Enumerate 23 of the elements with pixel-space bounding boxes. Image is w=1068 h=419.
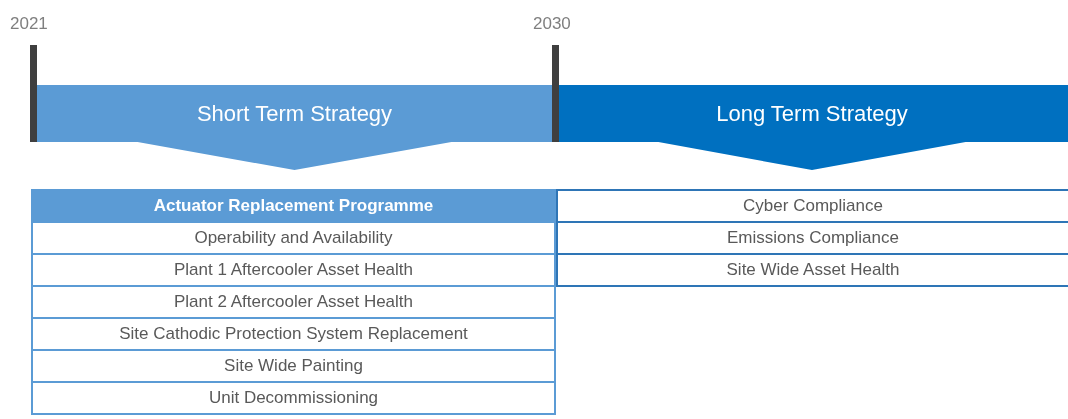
row-text: Cyber Compliance bbox=[743, 196, 883, 216]
table-row bbox=[31, 317, 556, 351]
banner-title: Short Term Strategy bbox=[196, 101, 393, 127]
year-label: 2030 bbox=[533, 14, 571, 34]
table-row bbox=[31, 381, 556, 415]
table-row bbox=[31, 221, 556, 255]
table-row bbox=[31, 253, 556, 287]
row-text: Actuator Replacement Programme bbox=[153, 196, 434, 216]
banner-title: Long Term Strategy bbox=[716, 101, 908, 127]
table-row bbox=[556, 189, 1068, 223]
row-text: Site Cathodic Protection System Replacement bbox=[119, 324, 468, 344]
table-row bbox=[31, 285, 556, 319]
row-text: Site Wide Asset Health bbox=[726, 260, 900, 280]
row-text: Emissions Compliance bbox=[727, 228, 899, 248]
year-label: 2021 bbox=[10, 14, 48, 34]
row-text: Unit Decommissioning bbox=[208, 388, 379, 408]
row-text: Plant 2 Aftercooler Asset Health bbox=[173, 292, 414, 312]
row-text: Operability and Availability bbox=[194, 228, 393, 248]
highlighted-row bbox=[31, 189, 556, 223]
row-text: Plant 1 Aftercooler Asset Health bbox=[173, 260, 414, 280]
row-text: Site Wide Painting bbox=[224, 356, 363, 376]
table-row bbox=[556, 253, 1068, 287]
table-row bbox=[31, 349, 556, 383]
